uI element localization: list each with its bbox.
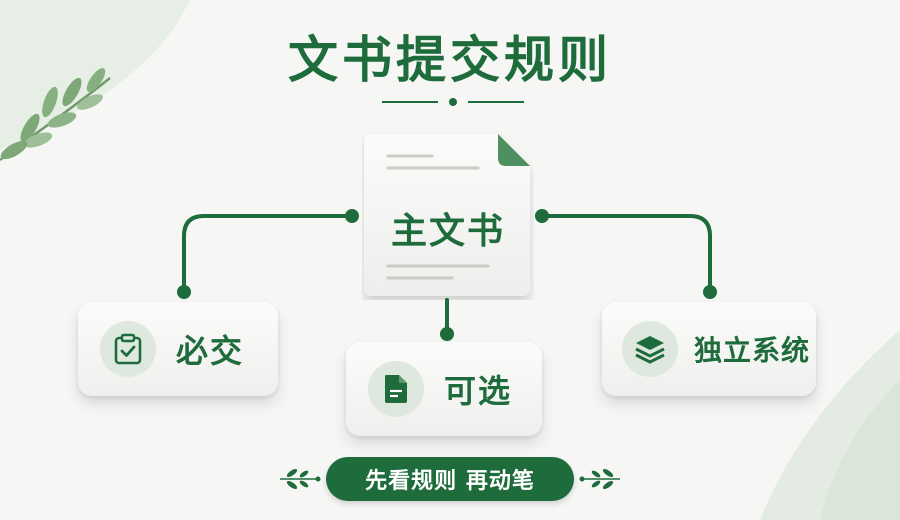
document-icon — [368, 361, 424, 417]
option-card-optional: 可选 — [346, 342, 542, 436]
option-label-required: 必交 — [176, 332, 245, 370]
main-document-label: 主文书 — [390, 211, 505, 252]
document-shape — [364, 134, 530, 296]
layers-icon — [622, 321, 678, 377]
sprig-right-icon — [579, 468, 620, 490]
main-document-node: 主文书 — [362, 132, 534, 300]
connector-dots — [177, 209, 717, 341]
footer-pill: 先看规则 再动笔 — [326, 457, 574, 501]
option-label-optional: 可选 — [444, 372, 513, 410]
option-label-separate-system: 独立系统 — [694, 334, 811, 367]
sprig-left-icon — [280, 468, 321, 490]
page-title: 文书提交规则 — [288, 31, 612, 89]
option-card-required: 必交 — [78, 302, 278, 396]
clipboard-check-icon — [100, 321, 156, 377]
option-card-separate-system: 独立系统 — [602, 302, 816, 396]
title-divider — [382, 98, 524, 106]
leaf-branch-icon — [0, 68, 111, 162]
